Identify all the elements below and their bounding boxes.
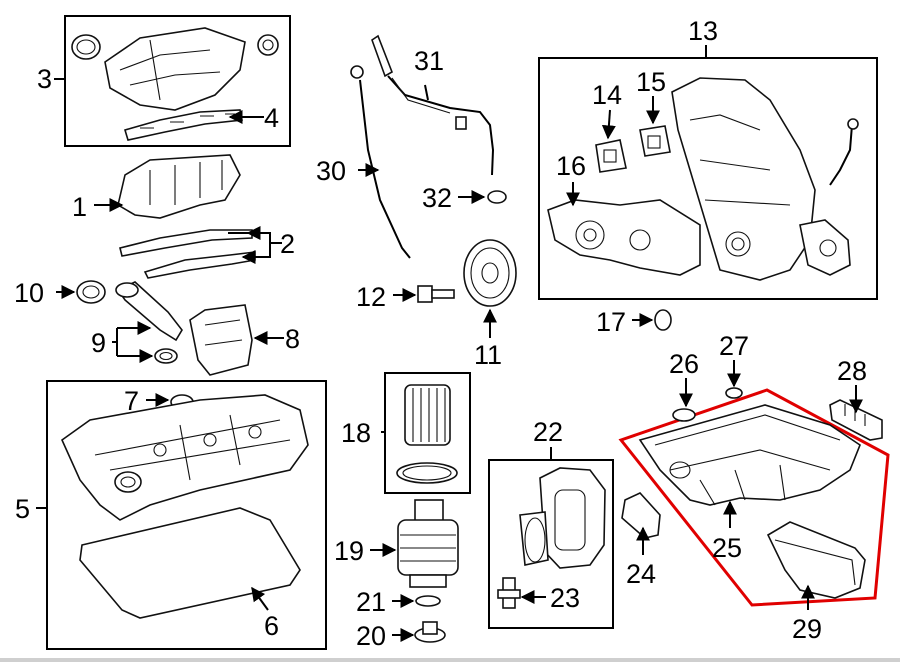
oil-pan-bracket-part bbox=[829, 399, 883, 441]
oil-pan-highlight bbox=[618, 388, 890, 607]
crankshaft-pulley-part bbox=[463, 239, 517, 307]
callout-29: 29 bbox=[792, 614, 822, 644]
oil-filler-tube-part bbox=[115, 281, 183, 364]
timing-cover-box bbox=[538, 57, 878, 300]
filter-housing-cap-part bbox=[397, 499, 459, 588]
valve-cover-box bbox=[46, 380, 327, 650]
callout-2: 2 bbox=[280, 229, 295, 259]
bottom-edge-bar bbox=[0, 658, 900, 662]
o-ring-32-part bbox=[487, 190, 507, 204]
callout-21: 21 bbox=[356, 587, 386, 617]
engine-cover-part bbox=[189, 304, 253, 376]
pulley-bolt-part bbox=[417, 285, 455, 303]
intake-plenum-part bbox=[71, 27, 279, 111]
callout-5: 5 bbox=[15, 494, 30, 524]
o-ring-21-part bbox=[415, 595, 441, 607]
callout-23: 23 bbox=[550, 583, 580, 613]
o-ring-17-part bbox=[654, 309, 672, 331]
callout-19: 19 bbox=[334, 536, 364, 566]
oil-filter-element-part bbox=[396, 384, 458, 484]
callout-11: 11 bbox=[474, 340, 502, 370]
callout-7: 7 bbox=[124, 386, 139, 416]
oil-pressure-sensor-part bbox=[497, 577, 521, 609]
callout-3: 3 bbox=[37, 64, 52, 94]
callout-15: 15 bbox=[636, 67, 666, 97]
intake-manifold-part bbox=[117, 154, 241, 219]
intake-gasket-part bbox=[124, 109, 243, 141]
lower-gasket-part bbox=[119, 229, 256, 279]
intake-box bbox=[64, 15, 291, 147]
lower-oil-pan-part bbox=[766, 521, 866, 599]
baffle-plate-part bbox=[621, 492, 661, 539]
water-pump-part bbox=[547, 199, 701, 276]
callout-30: 30 bbox=[316, 156, 346, 186]
oil-filter-housing-part bbox=[519, 467, 606, 569]
callout-6: 6 bbox=[264, 611, 279, 641]
valve-cover-part bbox=[61, 394, 309, 521]
o-ring-26-part bbox=[672, 408, 696, 422]
oil-filler-cap-part bbox=[76, 280, 106, 304]
callout-20: 20 bbox=[356, 621, 386, 651]
callout-32: 32 bbox=[422, 183, 452, 213]
timing-chain-cover-part bbox=[671, 77, 859, 281]
valve-cover-gasket-part bbox=[79, 507, 301, 619]
callout-8: 8 bbox=[285, 324, 300, 354]
callout-13: 13 bbox=[688, 16, 718, 46]
callout-22: 22 bbox=[533, 417, 563, 447]
callout-1: 1 bbox=[72, 192, 87, 222]
leader-lines bbox=[36, 45, 863, 642]
callout-10: 10 bbox=[14, 278, 44, 308]
callout-25: 25 bbox=[712, 533, 742, 563]
callout-31: 31 bbox=[414, 46, 444, 76]
drain-plug-part bbox=[414, 621, 446, 643]
o-ring-27-part bbox=[725, 387, 743, 399]
callout-17: 17 bbox=[596, 307, 626, 337]
callout-26: 26 bbox=[669, 349, 699, 379]
dipstick-tube-part bbox=[371, 34, 495, 176]
callout-14: 14 bbox=[592, 80, 622, 110]
dipstick-part bbox=[350, 65, 411, 259]
callout-4: 4 bbox=[264, 103, 279, 133]
timing-gaskets-part bbox=[595, 125, 671, 173]
callout-12: 12 bbox=[356, 282, 386, 312]
callout-9: 9 bbox=[91, 328, 106, 358]
callout-16: 16 bbox=[556, 151, 586, 181]
upper-oil-pan-part bbox=[638, 404, 861, 506]
callout-18: 18 bbox=[341, 418, 371, 448]
callout-27: 27 bbox=[719, 331, 749, 361]
callout-28: 28 bbox=[837, 356, 867, 386]
callout-24: 24 bbox=[626, 559, 656, 589]
